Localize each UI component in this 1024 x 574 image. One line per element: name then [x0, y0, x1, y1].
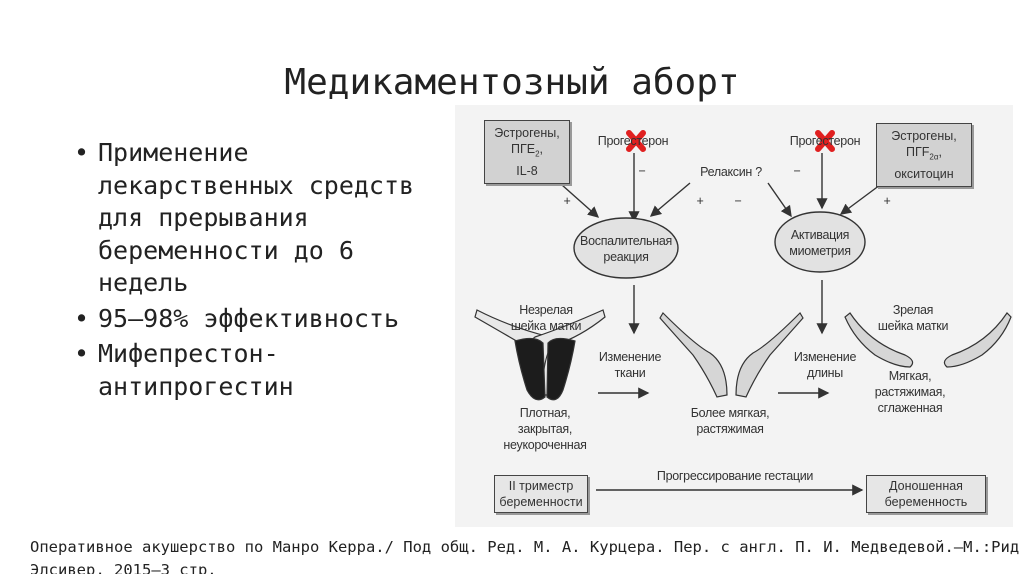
ellipse-inflammation	[573, 217, 679, 279]
mature-cervix-shape	[844, 312, 1012, 368]
bullet-item: • Применение лекарственных средств для пр…	[72, 137, 432, 300]
blocked-x-icon	[626, 130, 646, 152]
immature-description: Плотная,закрытая,неукороченная	[503, 406, 587, 452]
progression-label: Прогрессирование гестации	[656, 469, 814, 483]
arrow	[767, 182, 792, 218]
immature-cervix-shape	[474, 309, 606, 401]
box-text: ПГЕ2,	[510, 142, 544, 159]
mature-description: Мягкая,растяжимая,сглаженная	[874, 369, 946, 415]
bullet-item: • 95–98% эффективность	[72, 303, 432, 336]
softer-cervix-shape	[659, 312, 804, 398]
bullet-icon: •	[74, 303, 90, 333]
bullet-text: Применение лекарственных средств для пре…	[98, 138, 415, 297]
box-text: Эстрогены,	[891, 129, 957, 144]
bullet-item: • Мифепрестон-антипрогестин	[72, 338, 432, 403]
bullet-icon: •	[74, 138, 90, 167]
box-text: ПГF2α,	[906, 145, 942, 162]
bullet-icon: •	[74, 339, 90, 368]
slide-title: Медикаментозный аборт	[284, 62, 740, 103]
plus-sign: +	[563, 194, 571, 208]
minus-sign: −	[793, 164, 801, 178]
arrow	[839, 184, 881, 215]
bullet-list: • Применение лекарственных средств для пр…	[72, 137, 432, 406]
arrow	[561, 184, 600, 218]
ellipse-myometrium	[774, 211, 866, 273]
minus-sign: −	[638, 164, 646, 178]
citation: Оперативное акушерство по Манро Керра./ …	[30, 538, 1020, 574]
box-text: IL-8	[516, 163, 538, 178]
plus-sign: +	[883, 194, 891, 208]
relaxin-label: Релаксин ?	[700, 165, 762, 179]
progesterone-left-label: Прогестерон	[597, 134, 669, 148]
progesterone-right-label: Прогестерон	[789, 134, 861, 148]
right-factors-box: Эстрогены, ПГF2α, окситоцин	[876, 123, 972, 187]
blocked-x-icon	[815, 130, 835, 152]
minus-sign: −	[734, 194, 742, 208]
softer-description: Более мягкая,растяжимая	[690, 406, 770, 436]
cervix-ripening-diagram: Эстрогены, ПГЕ2, IL-8 Эстрогены, ПГF2α, …	[455, 105, 1013, 527]
bullet-text: Мифепрестон-антипрогестин	[98, 339, 294, 401]
left-factors-box: Эстрогены, ПГЕ2, IL-8	[484, 120, 570, 184]
box-text: окситоцин	[894, 166, 954, 181]
plus-sign: +	[696, 194, 704, 208]
box-text: Эстрогены,	[494, 126, 560, 141]
arrow	[649, 182, 691, 217]
bullet-text: 95–98% эффективность	[98, 303, 400, 333]
diagram-graphics	[474, 130, 1012, 496]
